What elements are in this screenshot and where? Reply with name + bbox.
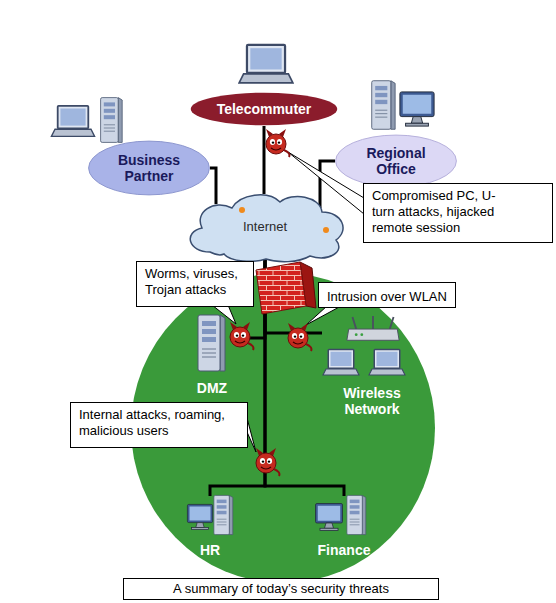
node-label: HR xyxy=(200,542,220,558)
server-icon xyxy=(347,495,366,534)
server-icon xyxy=(198,315,225,371)
laptop-icon xyxy=(323,350,359,376)
server-icon xyxy=(372,81,395,130)
laptop-icon xyxy=(51,106,94,137)
monitor-icon xyxy=(400,92,434,126)
callout-text: Worms, viruses, Trojan attacks xyxy=(145,266,245,298)
network-link xyxy=(263,126,266,194)
ellipse-outline xyxy=(336,135,457,187)
callout-tail xyxy=(247,418,256,452)
internet-cloud: Internet xyxy=(180,190,350,262)
firewall xyxy=(256,262,306,314)
threat-callout: Intrusion over WLAN xyxy=(318,282,456,308)
site-ellipse: Business Partner xyxy=(88,140,210,196)
network-link xyxy=(210,168,216,204)
server-icon xyxy=(214,495,233,534)
callout-tail xyxy=(212,305,236,324)
cloud-outline xyxy=(190,195,343,262)
attacker-icon xyxy=(288,323,311,351)
dmz-server: DMZ xyxy=(182,308,242,396)
node-label: Regional Office xyxy=(360,145,432,177)
ellipse-outline xyxy=(191,93,338,126)
node-label: Finance xyxy=(318,542,371,558)
node-label: Wireless Network xyxy=(334,385,410,417)
monitor-icon xyxy=(316,504,343,531)
server-icon xyxy=(101,98,123,143)
callout-text: Internal attacks, roaming, malicious use… xyxy=(79,407,237,439)
callout-text: Intrusion over WLAN xyxy=(327,289,447,305)
attacker-icon xyxy=(230,322,253,350)
caption-box: A summary of today’s security threats xyxy=(123,578,439,600)
monitor-icon xyxy=(187,504,212,529)
threat-callout: Worms, viruses, Trojan attacks xyxy=(136,261,254,307)
laptop-icon xyxy=(239,45,293,83)
department-computer: Finance xyxy=(312,496,376,558)
attacker-icon xyxy=(266,129,289,157)
threat-callout: Internal attacks, roaming, malicious use… xyxy=(70,402,248,448)
laptop-icon xyxy=(369,350,405,376)
attacker-icon xyxy=(256,448,279,476)
cloud-dot xyxy=(323,227,329,233)
node-label: Business Partner xyxy=(113,152,185,184)
cloud-dot xyxy=(239,207,245,213)
caption-text: A summary of today’s security threats xyxy=(130,581,432,597)
node-label: Internet xyxy=(243,219,287,234)
ellipse-outline xyxy=(89,141,210,195)
site-ellipse: Telecommuter xyxy=(190,92,338,126)
node-label: Telecommuter xyxy=(217,101,312,117)
site-ellipse: Regional Office xyxy=(335,134,457,188)
department-computer: HR xyxy=(185,496,235,558)
callout-text: Compromised PC, U-turn attacks, hijacked… xyxy=(372,188,514,236)
callout-tail xyxy=(306,306,341,325)
wireless-router-icon xyxy=(347,316,399,340)
wireless-network: Wireless Network xyxy=(322,313,422,417)
threat-callout: Compromised PC, U-turn attacks, hijacked… xyxy=(363,183,553,243)
node-label: DMZ xyxy=(197,380,227,396)
